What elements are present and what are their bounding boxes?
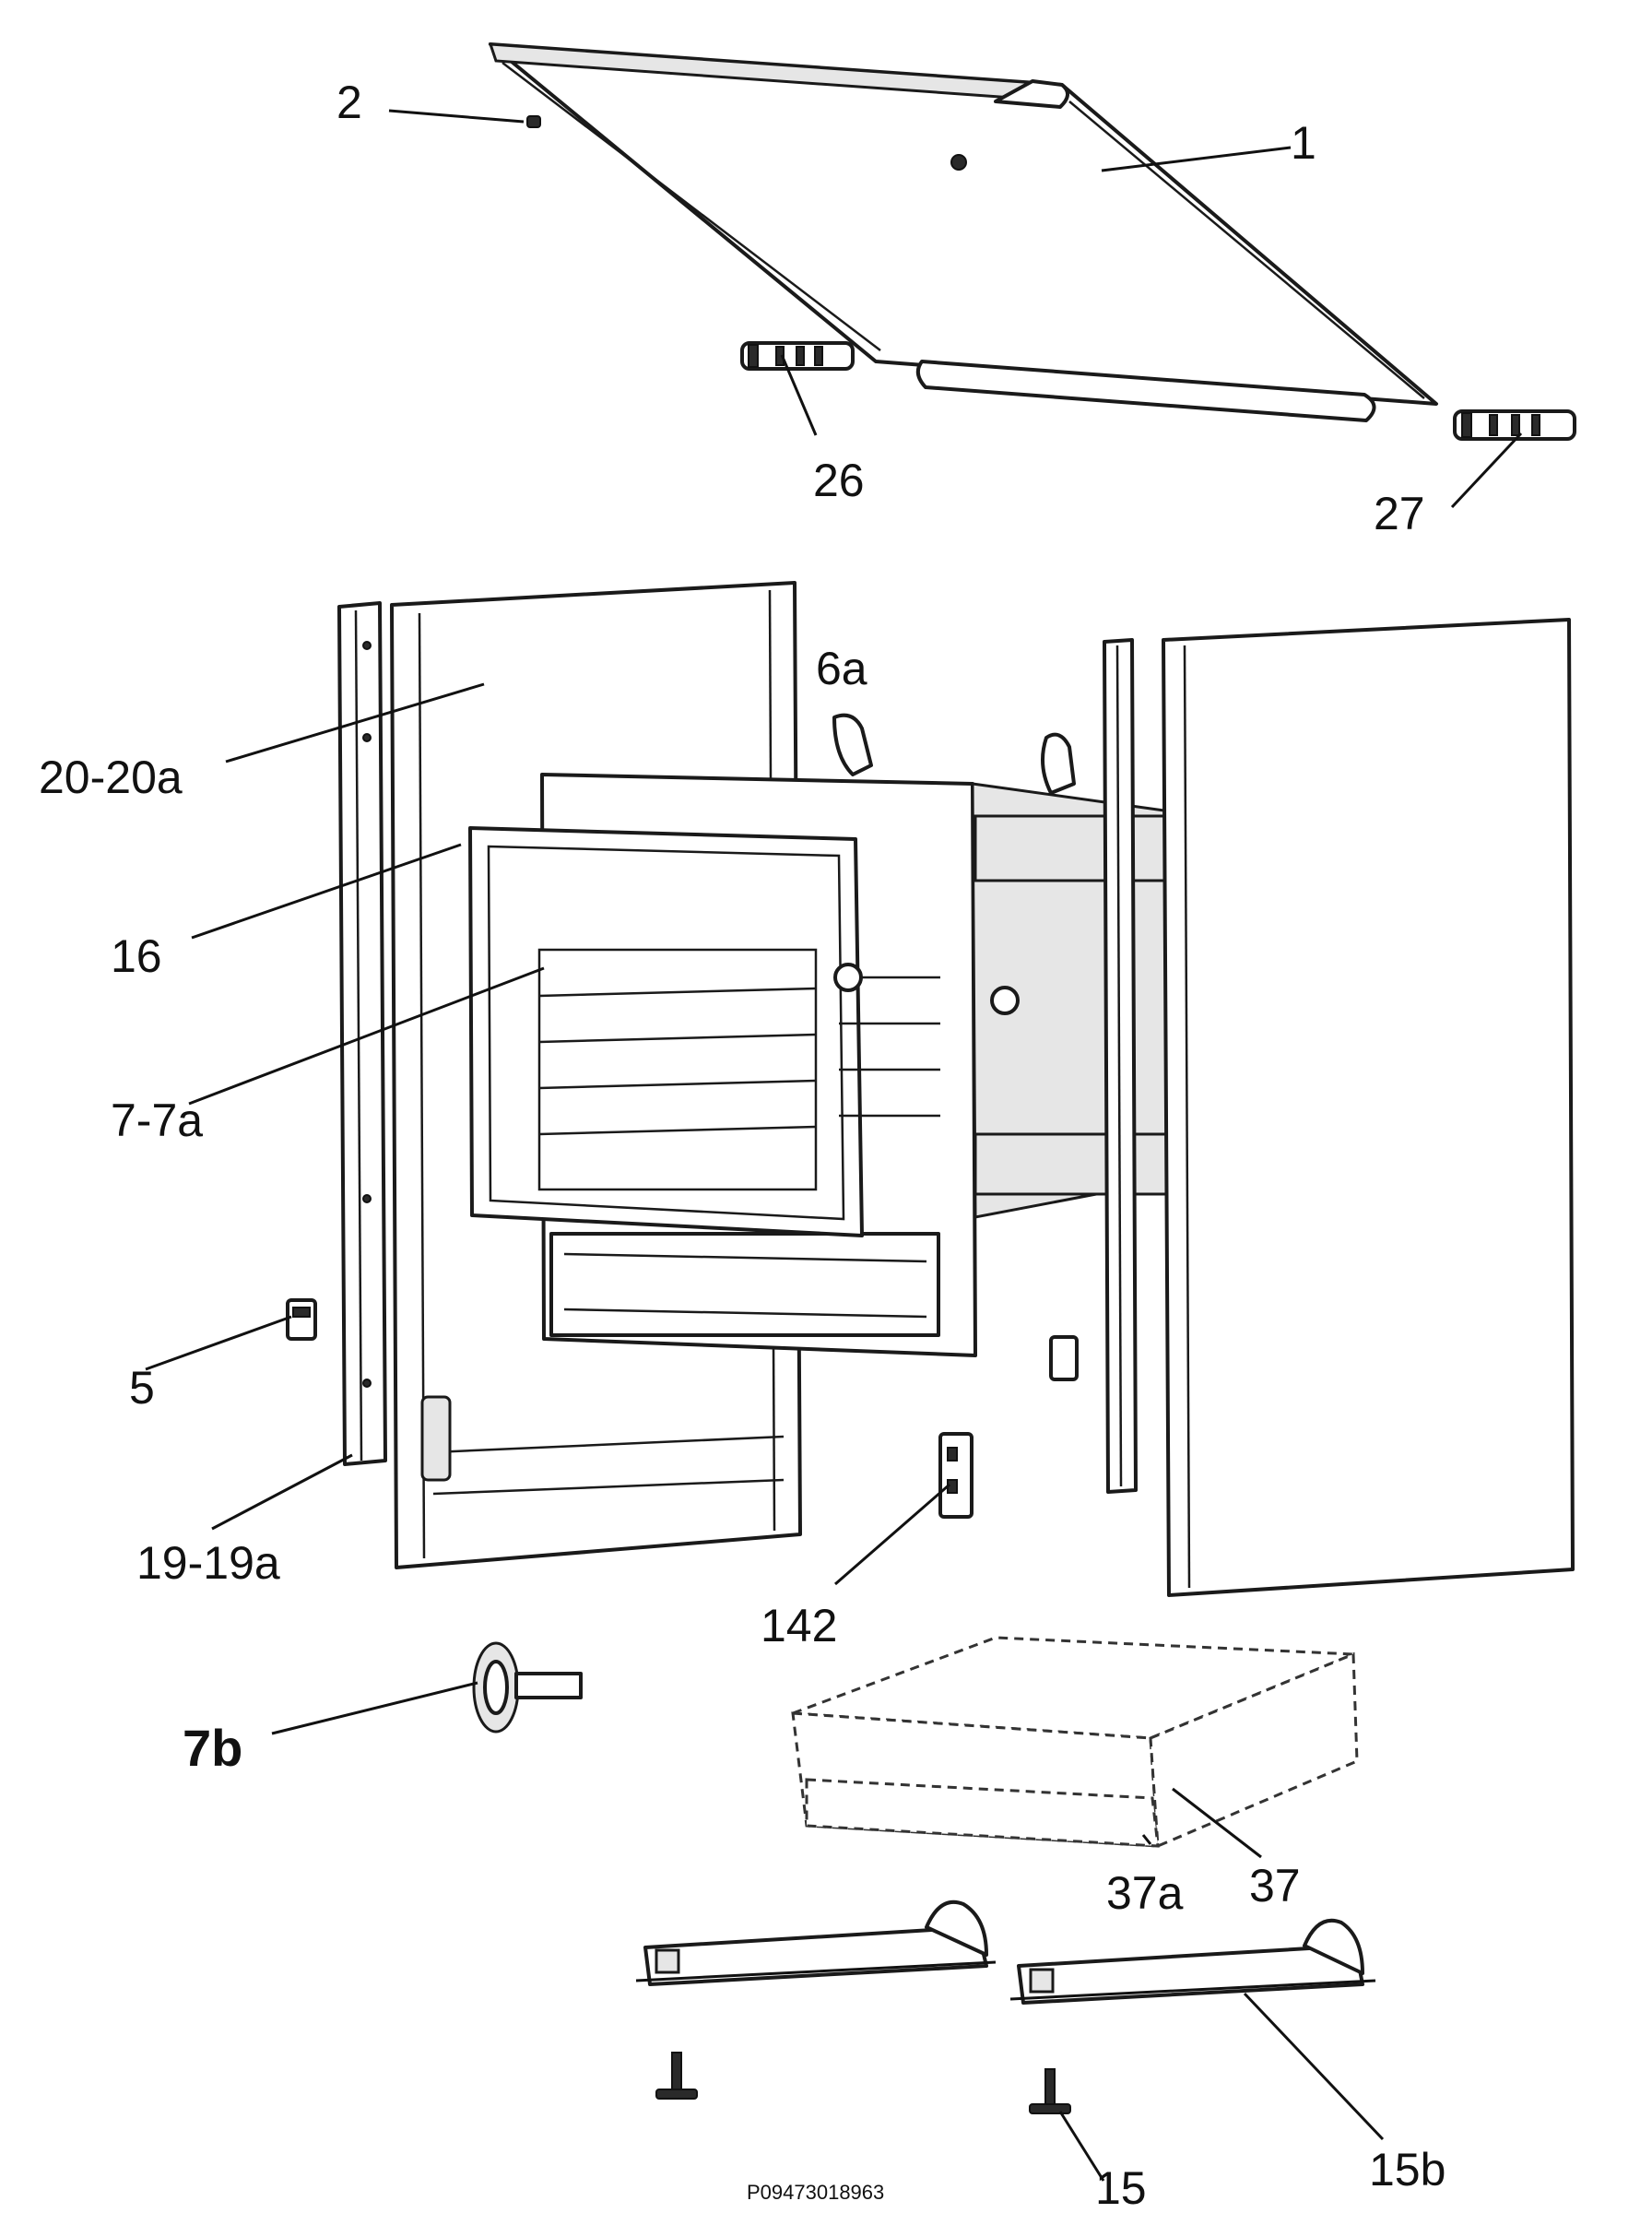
label-142: 142 bbox=[761, 1600, 837, 1651]
part-6a-clip bbox=[832, 713, 1076, 795]
part-19-side-rail bbox=[337, 601, 387, 1466]
part-27-hinge bbox=[1453, 409, 1576, 441]
label-7b: 7b bbox=[183, 1719, 242, 1777]
part-16-inner-frame bbox=[468, 826, 864, 1237]
part-2-screw bbox=[526, 115, 541, 128]
label-6a: 6a bbox=[816, 643, 867, 694]
part-5-bracket bbox=[286, 1298, 317, 1341]
part-37-drawer bbox=[791, 1636, 1359, 1849]
right-side-panel bbox=[1162, 618, 1575, 1597]
side-clip bbox=[1049, 1335, 1079, 1381]
drawing-code: P09473018963 bbox=[747, 2181, 884, 2204]
part-15-foot-left bbox=[655, 2052, 698, 2100]
label-1: 1 bbox=[1291, 117, 1316, 169]
leader-lines bbox=[145, 109, 1523, 2182]
label-27: 27 bbox=[1374, 488, 1425, 539]
label-5: 5 bbox=[129, 1362, 155, 1414]
part-7b-knob bbox=[472, 1641, 583, 1734]
label-7-7a: 7-7a bbox=[111, 1095, 203, 1146]
part-7-oven-rack bbox=[537, 948, 940, 1191]
part-labels: 1 2 26 27 6a 20-20a 16 7-7a 5 19-19a 142… bbox=[39, 77, 1446, 2213]
label-2: 2 bbox=[336, 77, 362, 128]
label-16: 16 bbox=[111, 930, 162, 982]
part-15b-foot-rail-left bbox=[635, 1899, 997, 1986]
part-1-top-lid bbox=[488, 42, 1438, 422]
part-15b-foot-rail-right bbox=[1009, 1918, 1376, 2005]
right-rail bbox=[1103, 638, 1138, 1494]
label-37: 37 bbox=[1249, 1860, 1301, 1911]
part-142-latch bbox=[938, 1432, 974, 1519]
part-26-hinge bbox=[740, 341, 855, 371]
label-20-20a: 20-20a bbox=[39, 751, 183, 803]
label-37a: 37a bbox=[1106, 1867, 1184, 1919]
label-26: 26 bbox=[813, 455, 865, 506]
label-15: 15 bbox=[1095, 2162, 1147, 2213]
label-15b: 15b bbox=[1369, 2144, 1446, 2195]
part-15-foot-right bbox=[1029, 2068, 1071, 2114]
label-19-19a: 19-19a bbox=[136, 1537, 280, 1589]
